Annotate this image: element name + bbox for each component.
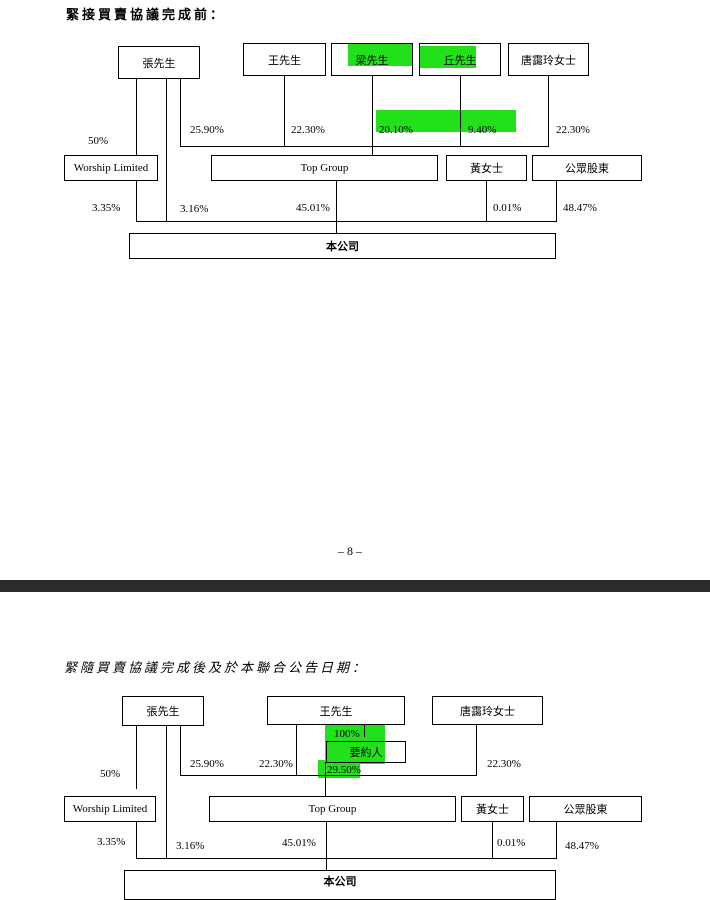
box-ms-huang: 黃女士 <box>461 796 524 822</box>
line-tang-topbus <box>548 76 549 146</box>
line-public-company <box>556 181 557 221</box>
box-mr-zhang: 張先生 <box>118 46 200 79</box>
line-worship-company <box>136 821 137 858</box>
page-number: – 8 – <box>338 544 362 558</box>
line-wang-topbus <box>296 724 297 775</box>
pct-zhang-company: 3.16% <box>176 840 205 852</box>
pct-wang-offeror: 100% <box>334 728 360 740</box>
box-public-shareholders: 公眾股東 <box>529 796 642 822</box>
box-mr-liang: 梁先生 <box>331 43 413 76</box>
box-worship-limited: Worship Limited <box>64 796 156 822</box>
pct-zhang-worship: 50% <box>88 135 109 147</box>
line-offeror-topgroup <box>325 762 326 796</box>
highlight-offeror <box>325 720 385 764</box>
section-heading-after: 緊隨買賣協議完成後及於本聯合公告日期： <box>64 660 369 675</box>
pct-offeror-top: 29.50% <box>327 764 361 776</box>
box-the-company: 本公司 <box>124 870 556 900</box>
pct-qiu-top: 9.40% <box>468 124 497 136</box>
line-zhang-worship <box>136 78 137 157</box>
pct-huang-company: 0.01% <box>497 837 526 849</box>
box-ms-tang: 唐靄玲女士 <box>508 43 589 76</box>
line-zhang-company <box>166 78 167 221</box>
pct-wang-top: 22.30% <box>291 124 325 136</box>
box-mr-qiu: 丘先生 <box>419 43 501 76</box>
line-company-bus <box>136 858 557 859</box>
pct-top-company: 45.01% <box>296 202 330 214</box>
highlight-qiu <box>420 46 476 68</box>
line-wang-topbus <box>284 76 285 146</box>
line-top-shareholders-bus <box>180 775 477 776</box>
line-zhang-worship <box>136 725 137 789</box>
pct-tang-top: 22.30% <box>556 124 590 136</box>
page-separator <box>0 580 710 592</box>
pct-zhang-worship: 50% <box>100 768 121 780</box>
pct-top-company: 45.01% <box>282 837 316 849</box>
box-ms-tang: 唐靄玲女士 <box>432 696 543 725</box>
line-tang-topbus <box>476 724 477 775</box>
box-top-group: Top Group <box>211 155 438 181</box>
pct-huang-company: 0.01% <box>493 202 522 214</box>
box-mr-zhang: 張先生 <box>122 696 204 726</box>
box-offeror: 要約人 <box>326 741 406 763</box>
highlight-liang <box>348 44 412 66</box>
box-public-shareholders: 公眾股東 <box>532 155 642 181</box>
pct-wang-top: 22.30% <box>259 758 293 770</box>
box-the-company: 本公司 <box>129 233 556 259</box>
box-top-group: Top Group <box>209 796 456 822</box>
pct-public-company: 48.47% <box>565 840 599 852</box>
line-zhang-topbus <box>180 78 181 146</box>
line-public-company <box>556 821 557 858</box>
line-topgroup-company <box>336 181 337 233</box>
pct-zhang-top: 25.90% <box>190 758 224 770</box>
document-page-9: 緊隨買賣協議完成後及於本聯合公告日期： 張先生 王先生 唐靄玲女士 要約人 Wo… <box>0 592 710 900</box>
box-worship-limited: Worship Limited <box>64 155 158 181</box>
line-huang-company <box>486 181 487 221</box>
line-wang-offeror <box>364 724 365 737</box>
pct-worship-company: 3.35% <box>97 836 126 848</box>
line-zhang-company <box>166 725 167 858</box>
line-qiu-topbus <box>460 76 461 146</box>
pct-zhang-company: 3.16% <box>180 203 209 215</box>
document-page-8: 緊接買賣協議完成前： 張先生 王先生 梁先生 丘先生 唐靄玲女士 Worship… <box>64 7 642 558</box>
pct-public-company: 48.47% <box>563 202 597 214</box>
line-worship-company <box>136 181 137 221</box>
line-zhang-topbus <box>180 725 181 775</box>
line-bus-topgroup <box>372 146 373 155</box>
highlight-liang-qiu-pct <box>376 110 516 132</box>
line-company-bus <box>136 221 557 222</box>
pct-tang-top: 22.30% <box>487 758 521 770</box>
line-liang-topbus <box>372 76 373 146</box>
pct-worship-company: 3.35% <box>92 202 121 214</box>
highlight-offeror-pct <box>318 760 360 778</box>
box-ms-huang: 黃女士 <box>446 155 527 181</box>
pct-liang-top: 20.10% <box>379 124 413 136</box>
section-heading-before: 緊接買賣協議完成前： <box>66 7 227 22</box>
pct-zhang-top: 25.90% <box>190 124 224 136</box>
line-huang-company <box>492 821 493 858</box>
line-top-shareholders-bus <box>180 146 549 147</box>
line-topgroup-company <box>326 821 327 871</box>
box-mr-wang: 王先生 <box>243 43 326 76</box>
box-mr-wang: 王先生 <box>267 696 405 725</box>
